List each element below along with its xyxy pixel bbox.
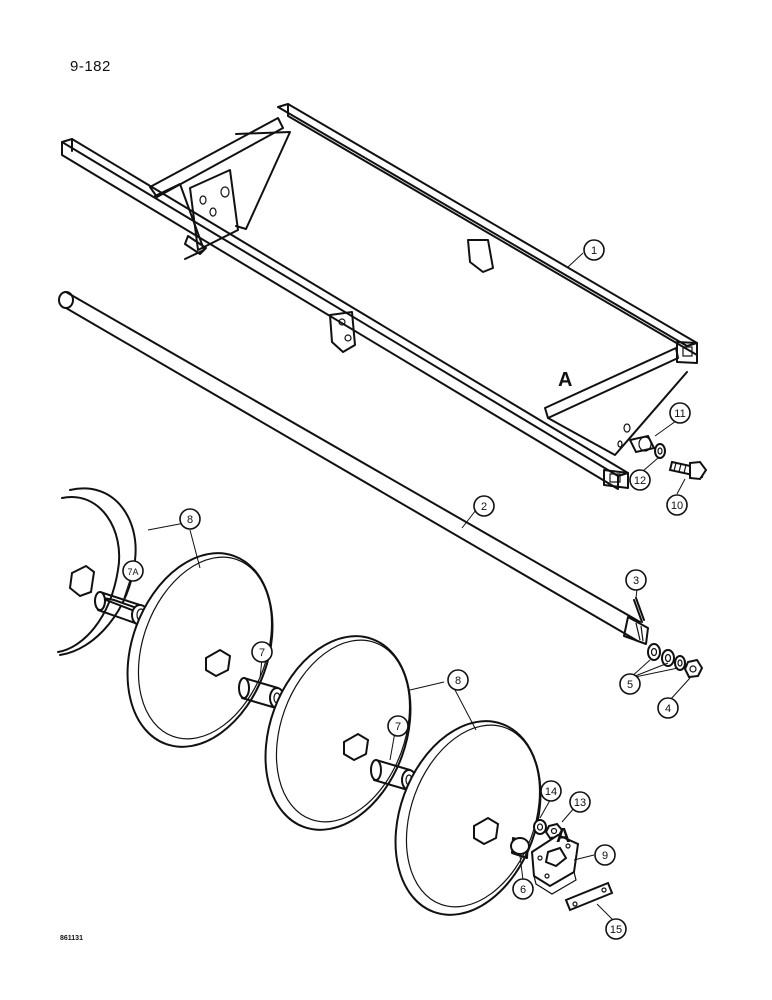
callout-7-b: 7 — [387, 715, 409, 737]
svg-text:5: 5 — [627, 679, 633, 691]
callout-2: 2 — [473, 495, 495, 517]
page-number: 9-182 — [70, 58, 111, 75]
frame-assembly — [61, 103, 698, 490]
callout-3: 3 — [625, 569, 647, 591]
view-label-a-frame: A — [558, 369, 572, 391]
view-label-a-bearing: A — [556, 825, 570, 847]
callout-10: 10 — [666, 494, 688, 516]
svg-text:12: 12 — [634, 475, 646, 487]
svg-text:4: 4 — [665, 703, 671, 715]
callout-12: 12 — [629, 469, 651, 491]
svg-text:14: 14 — [545, 786, 557, 798]
frame-hardware — [628, 434, 708, 481]
castle-nut — [683, 658, 704, 679]
disc-1 — [57, 487, 137, 656]
washers — [647, 643, 686, 671]
callout-5: 5 — [619, 673, 641, 695]
axle-shaft — [58, 291, 649, 645]
svg-text:13: 13 — [574, 797, 586, 809]
callout-6: 6 — [512, 878, 534, 900]
callout-9: 9 — [594, 844, 616, 866]
callout-15: 15 — [605, 918, 627, 940]
disc-3 — [264, 635, 412, 831]
svg-text:9: 9 — [602, 850, 608, 862]
callout-7A: 7A — [122, 560, 144, 582]
disc-2 — [126, 552, 274, 748]
figure-code: 861131 — [60, 935, 83, 942]
svg-text:8: 8 — [455, 675, 461, 687]
callout-1: 1 — [583, 239, 605, 261]
disc-4 — [394, 720, 542, 916]
svg-text:6: 6 — [520, 884, 526, 896]
svg-text:10: 10 — [671, 500, 683, 512]
cotter-pin — [633, 597, 645, 623]
end-spacer — [510, 837, 530, 859]
callout-13: 13 — [569, 791, 591, 813]
svg-text:7: 7 — [395, 721, 401, 733]
svg-text:3: 3 — [633, 575, 639, 587]
svg-text:15: 15 — [610, 924, 622, 936]
svg-text:7A: 7A — [127, 567, 138, 577]
svg-text:11: 11 — [674, 408, 685, 420]
callout-11: 11 — [669, 402, 691, 424]
callout-8-a: 8 — [179, 508, 201, 530]
svg-text:8: 8 — [187, 514, 193, 526]
svg-text:1: 1 — [591, 245, 597, 257]
callout-4: 4 — [657, 697, 679, 719]
svg-text:2: 2 — [481, 501, 487, 513]
callout-7-a: 7 — [251, 641, 273, 663]
clamp-plate — [564, 881, 614, 912]
callout-8-b: 8 — [447, 669, 469, 691]
svg-text:7: 7 — [259, 647, 265, 659]
bearing-plate — [530, 833, 580, 895]
callout-14: 14 — [540, 780, 562, 802]
